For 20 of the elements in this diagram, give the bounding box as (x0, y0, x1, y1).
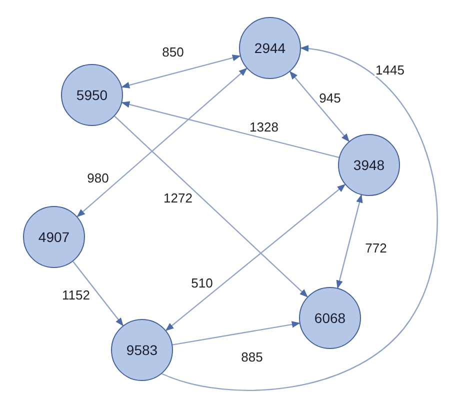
edge-label: 945 (318, 92, 342, 104)
arrow (165, 184, 346, 331)
edge-label: 980 (86, 172, 110, 184)
edge-label: 772 (364, 242, 388, 254)
edge-label: 1152 (61, 288, 91, 302)
arrow (114, 116, 308, 298)
arrow (121, 101, 340, 158)
arrow (289, 71, 350, 142)
edge-label: 510 (190, 276, 214, 290)
edge-label: 1445 (374, 64, 406, 76)
arrow (121, 54, 241, 88)
arrow (76, 68, 248, 218)
edge-label: 1272 (162, 192, 194, 204)
arrow (336, 194, 363, 289)
arrow (172, 321, 300, 346)
arrow (72, 261, 124, 326)
edge-label: 1328 (248, 120, 280, 134)
edge-label: 850 (161, 46, 185, 58)
edge-label: 885 (240, 350, 264, 364)
arrow (162, 46, 438, 391)
